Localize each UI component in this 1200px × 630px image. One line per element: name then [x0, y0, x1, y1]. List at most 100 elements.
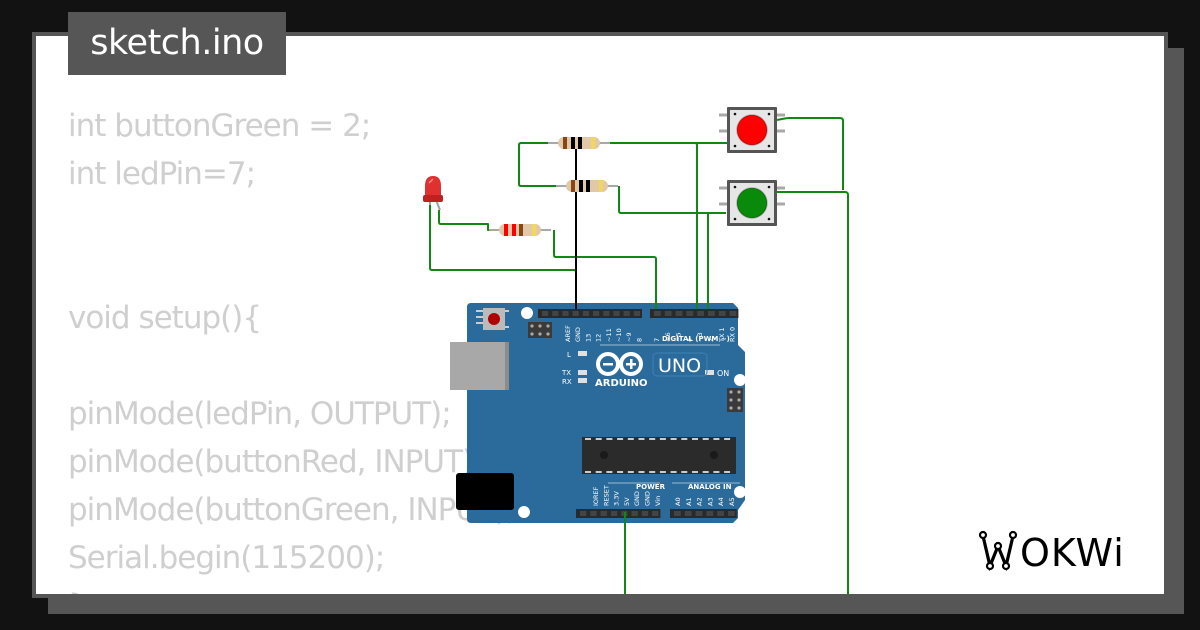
- power-header[interactable]: [576, 509, 661, 518]
- red-push-button[interactable]: [719, 107, 785, 153]
- code-line: void setup(){: [68, 300, 262, 336]
- red-led[interactable]: [423, 176, 443, 211]
- header-pin[interactable]: [641, 511, 649, 516]
- on-label: ON: [717, 369, 729, 378]
- header-pin[interactable]: [631, 511, 638, 516]
- pin-label: RX 0: [729, 327, 737, 342]
- usb-port: [450, 342, 509, 390]
- analog-header[interactable]: [670, 509, 737, 518]
- icsp-header-2: [727, 388, 743, 412]
- pin-label: ~11: [605, 328, 613, 342]
- pin-label: 8: [635, 338, 643, 342]
- header-pin[interactable]: [562, 311, 569, 316]
- code-line: int buttonGreen = 2;: [68, 108, 371, 144]
- reset-button[interactable]: [476, 308, 509, 330]
- header-pin[interactable]: [697, 311, 704, 316]
- header-pin[interactable]: [729, 311, 737, 316]
- pin-label: 3.3V: [613, 491, 621, 506]
- green-push-button[interactable]: [719, 180, 785, 226]
- header-pin[interactable]: [613, 311, 620, 316]
- digital-header-label: DIGITAL (PWM ~): [662, 335, 730, 343]
- uno-model-text: UNO: [658, 355, 701, 377]
- header-pin[interactable]: [552, 311, 559, 316]
- pin-label: ~10: [615, 328, 623, 342]
- wire-resistor-pin7[interactable]: [553, 230, 657, 309]
- resistor-1[interactable]: [548, 137, 610, 149]
- wire-resistor-loop[interactable]: [518, 142, 556, 187]
- header-pin[interactable]: [674, 511, 681, 516]
- wire-green-button[interactable]: [618, 186, 726, 214]
- tx-led: [578, 370, 587, 375]
- rx-led: [578, 378, 587, 383]
- header-pin[interactable]: [652, 511, 659, 516]
- resistor-3[interactable]: [489, 224, 551, 236]
- mounting-hole: [518, 506, 530, 518]
- code-preview: int buttonGreen = 2; int ledPin=7; void se…: [68, 102, 517, 594]
- pin-label: A3: [706, 497, 714, 506]
- header-pin[interactable]: [654, 311, 661, 316]
- pin-label: A2: [696, 497, 704, 506]
- header-pin[interactable]: [708, 311, 715, 316]
- header-pin[interactable]: [728, 511, 735, 516]
- header-pin[interactable]: [600, 511, 607, 516]
- pin-label: IOREF: [592, 486, 600, 506]
- wire-pin3[interactable]: [610, 142, 698, 309]
- header-pin[interactable]: [603, 311, 610, 316]
- header-pin[interactable]: [706, 511, 714, 516]
- header-pin[interactable]: [590, 511, 597, 516]
- header-pin[interactable]: [675, 311, 683, 316]
- pin-label: Vin: [654, 496, 662, 506]
- l-led: [578, 351, 587, 356]
- pin-label: A1: [685, 497, 693, 506]
- header-pin[interactable]: [695, 511, 703, 516]
- pin-label: ~5: [675, 332, 683, 342]
- wire-5v-right[interactable]: [777, 191, 849, 600]
- pin-label: 7: [653, 338, 661, 342]
- header-pin[interactable]: [664, 311, 672, 316]
- analog-header-label: ANALOG IN: [688, 483, 732, 491]
- header-pin[interactable]: [580, 511, 587, 516]
- wokwi-logo: OKWi: [978, 530, 1125, 575]
- pin-label: 13: [584, 334, 592, 342]
- code-line: pinMode(ledPin, OUTPUT);: [68, 396, 452, 432]
- on-led: [705, 370, 714, 375]
- wire-led-resistor[interactable]: [438, 210, 494, 231]
- header-pin[interactable]: [718, 311, 726, 316]
- header-pin[interactable]: [717, 511, 724, 516]
- header-pin[interactable]: [572, 311, 579, 316]
- pin-label: AREF: [564, 325, 572, 342]
- wire-red-button-right[interactable]: [776, 117, 844, 190]
- wokwi-logo-text: OKWi: [1020, 531, 1125, 575]
- header-pin[interactable]: [684, 511, 692, 516]
- code-line: pinMode(buttonRed, INPUT);: [68, 444, 484, 480]
- pin-label: ~3: [696, 332, 704, 342]
- header-pin[interactable]: [582, 311, 589, 316]
- header-pin[interactable]: [593, 311, 600, 316]
- digital-header[interactable]: [538, 309, 739, 318]
- l-label: L: [567, 351, 571, 359]
- header-pin[interactable]: [633, 311, 640, 316]
- atmega-chip: [582, 437, 736, 474]
- header-pin[interactable]: [542, 311, 549, 316]
- file-tab[interactable]: sketch.ino: [68, 12, 286, 75]
- header-pin[interactable]: [623, 311, 630, 316]
- power-jack: [456, 473, 514, 510]
- pin-label: 5V: [623, 497, 631, 506]
- pin-label: TX 1: [718, 327, 726, 343]
- code-line: int ledPin=7;: [68, 156, 256, 192]
- pin-label: RESET: [602, 485, 610, 506]
- pin-label: ~6: [664, 332, 672, 342]
- header-pin[interactable]: [610, 511, 618, 516]
- tx-label: TX: [561, 369, 571, 377]
- code-line: }: [68, 582, 516, 594]
- pin-label: A5: [728, 497, 736, 506]
- mounting-hole: [734, 486, 746, 498]
- pin-label: 2: [707, 338, 715, 342]
- pin-label: 4: [685, 338, 693, 342]
- resistor-2[interactable]: [556, 180, 618, 192]
- header-pin[interactable]: [686, 311, 694, 316]
- code-line: Serial.begin(115200);: [68, 540, 385, 576]
